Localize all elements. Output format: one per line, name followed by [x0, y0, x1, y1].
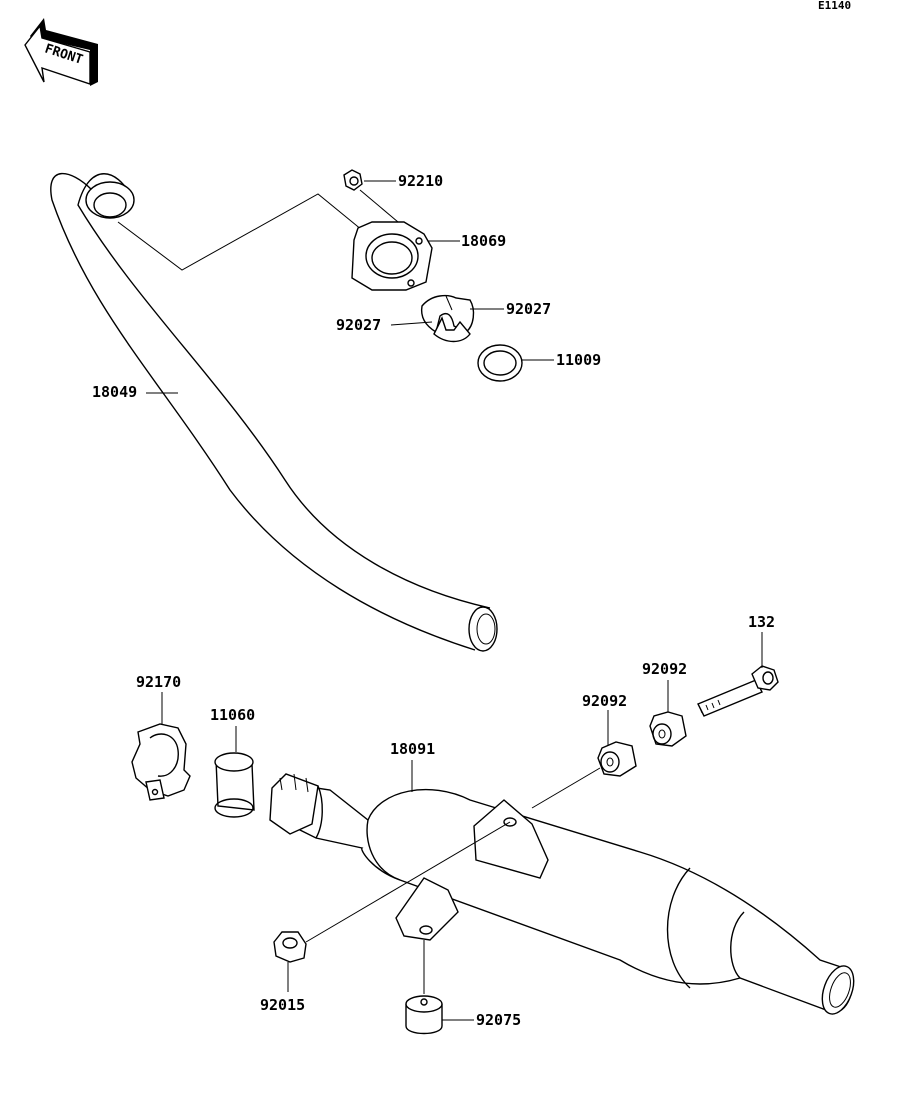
split-collar-92027: [420, 294, 475, 343]
bolt-132: [697, 665, 779, 717]
part-number-92092-lower: 92092: [582, 692, 627, 710]
gasket-11009: [477, 344, 523, 382]
part-number-92210: 92210: [398, 172, 443, 190]
part-number-18091: 18091: [390, 740, 435, 758]
leader-pipe-flange: [117, 193, 363, 271]
part-number-92092-upper: 92092: [642, 660, 687, 678]
part-number-11060: 11060: [210, 706, 255, 724]
part-number-92015: 92015: [260, 996, 305, 1014]
nut-92015: [273, 931, 307, 963]
clamp-92170: [131, 723, 191, 801]
part-number-18049: 18049: [92, 383, 137, 401]
part-number-132: 132: [748, 613, 775, 631]
flange-18069: [351, 221, 433, 291]
grommet-92092-upper: [649, 711, 687, 747]
part-number-92075: 92075: [476, 1011, 521, 1029]
leader-grommet-bracket: [531, 767, 601, 809]
damper-92075: [405, 995, 443, 1035]
part-number-11009: 11009: [556, 351, 601, 369]
exhaust-pipe-18049: [50, 172, 498, 652]
diagram-reference-code: E1140: [818, 0, 851, 12]
leader-92210-stud: [359, 189, 399, 223]
nut-92210: [343, 169, 363, 191]
part-number-92027-right: 92027: [506, 300, 551, 318]
leader-92027-left: [390, 321, 433, 326]
part-number-92170: 92170: [136, 673, 181, 691]
front-arrow-icon: FRONT: [24, 18, 98, 86]
sleeve-11060: [214, 752, 255, 818]
leader-92015-bolt: [305, 821, 511, 943]
part-number-92027-left: 92027: [336, 316, 381, 334]
muffler-18091: [269, 773, 855, 1015]
grommet-92092-lower: [597, 741, 637, 777]
part-number-18069: 18069: [461, 232, 506, 250]
